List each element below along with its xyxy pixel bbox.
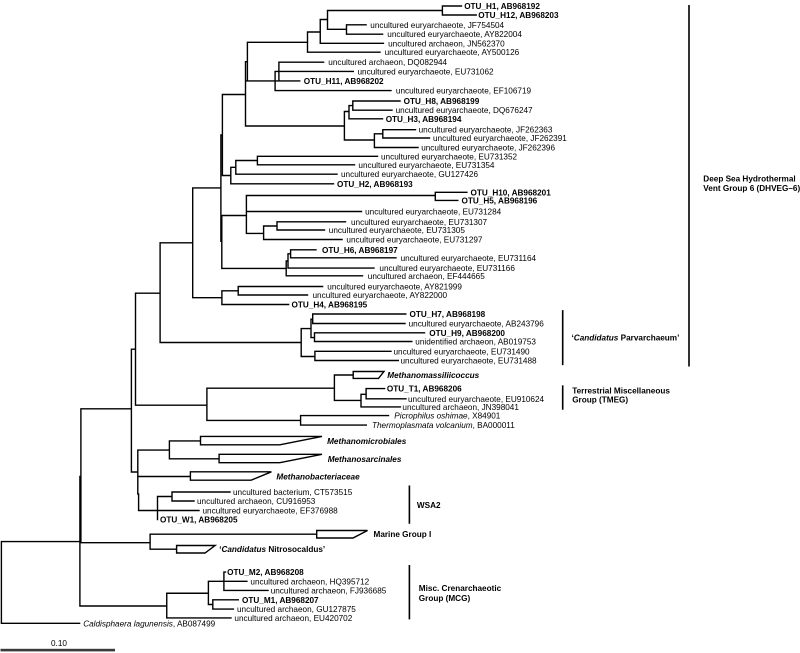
svg-text:uncultured euryarchaeote, AY82: uncultured euryarchaeote, AY822004 [387, 30, 522, 39]
svg-text:Methanosarcinales: Methanosarcinales [328, 455, 402, 464]
svg-text:uncultured euryarchaeote, EU73: uncultured euryarchaeote, EU731307 [351, 218, 488, 227]
svg-text:uncultured archaeon, HQ395712: uncultured archaeon, HQ395712 [250, 577, 369, 586]
svg-text:uncultured archaeon, JN562370: uncultured archaeon, JN562370 [388, 39, 505, 48]
svg-text:uncultured euryarchaeote, EU73: uncultured euryarchaeote, EU731305 [329, 226, 466, 235]
svg-text:Methanobacteriaceae: Methanobacteriaceae [276, 473, 360, 482]
svg-text:OTU_T1, AB968206: OTU_T1, AB968206 [387, 385, 462, 394]
svg-text:Deep Sea Hydrothermal: Deep Sea Hydrothermal [703, 174, 795, 183]
svg-text:uncultured archaeon, FJ936685: uncultured archaeon, FJ936685 [271, 586, 387, 595]
svg-text:OTU_H3, AB968194: OTU_H3, AB968194 [386, 115, 462, 124]
svg-text:OTU_M2, AB968208: OTU_M2, AB968208 [227, 568, 304, 577]
svg-text:uncultured euryarchaeote, DQ67: uncultured euryarchaeote, DQ676247 [396, 106, 533, 115]
svg-text:OTU_H2, AB968193: OTU_H2, AB968193 [337, 180, 413, 189]
svg-text:‘Candidatus Nitrosocaldus’: ‘Candidatus Nitrosocaldus’ [219, 545, 325, 554]
svg-text:Methanomassiliicoccus: Methanomassiliicoccus [387, 371, 479, 380]
svg-text:OTU_M1, AB968207: OTU_M1, AB968207 [242, 596, 319, 605]
svg-text:OTU_H9, AB968200: OTU_H9, AB968200 [429, 329, 505, 338]
svg-text:uncultured bacterium, CT573515: uncultured bacterium, CT573515 [233, 488, 353, 497]
svg-text:uncultured euryarchaeote, EU91: uncultured euryarchaeote, EU910624 [408, 395, 545, 404]
svg-text:Methanomicrobiales: Methanomicrobiales [327, 437, 407, 446]
svg-text:uncultured euryarchaeote, EU73: uncultured euryarchaeote, EU731166 [379, 264, 515, 273]
svg-text:uncultured archaeon, JN398041: uncultured archaeon, JN398041 [402, 403, 519, 412]
svg-text:uncultured euryarchaeote, AB24: uncultured euryarchaeote, AB243796 [409, 320, 545, 329]
svg-text:OTU_H8, AB968199: OTU_H8, AB968199 [404, 97, 480, 106]
svg-text:uncultured archaeon, EF444665: uncultured archaeon, EF444665 [368, 272, 485, 281]
svg-text:uncultured euryarchaeote, EU73: uncultured euryarchaeote, EU731062 [358, 67, 495, 76]
svg-text:uncultured euryarchaeote, AY82: uncultured euryarchaeote, AY821999 [327, 283, 462, 292]
svg-text:uncultured euryarchaeote, EU73: uncultured euryarchaeote, EU731488 [401, 357, 538, 366]
svg-text:WSA2: WSA2 [417, 501, 441, 510]
svg-text:uncultured archaeon, CU916953: uncultured archaeon, CU916953 [197, 497, 316, 506]
svg-text:uncultured euryarchaeote, EU73: uncultured euryarchaeote, EU731297 [346, 236, 483, 245]
svg-text:uncultured archaeon, GU127875: uncultured archaeon, GU127875 [237, 605, 356, 614]
svg-text:OTU_H4, AB968195: OTU_H4, AB968195 [292, 301, 368, 310]
svg-text:uncultured archaeon, EU420702: uncultured archaeon, EU420702 [234, 614, 352, 623]
svg-text:Marine Group I: Marine Group I [374, 530, 432, 539]
svg-text:Thermoplasmata volcanium, BA00: Thermoplasmata volcanium, BA000011 [372, 421, 515, 430]
svg-text:‘Candidatus Parvarchaeum’: ‘Candidatus Parvarchaeum’ [572, 334, 680, 343]
svg-text:unidentified archaeon, AB01975: unidentified archaeon, AB019753 [415, 338, 536, 347]
svg-text:OTU_H12, AB968203: OTU_H12, AB968203 [478, 11, 559, 20]
svg-text:Misc. Crenarchaeotic: Misc. Crenarchaeotic [419, 584, 502, 593]
svg-text:uncultured euryarchaeote, EU73: uncultured euryarchaeote, EU731354 [358, 161, 495, 170]
svg-text:uncultured euryarchaeote, EU73: uncultured euryarchaeote, EU731490 [394, 347, 531, 356]
svg-text:uncultured euryarchaeote, EF10: uncultured euryarchaeote, EF106719 [396, 87, 532, 96]
svg-text:OTU_H11, AB968202: OTU_H11, AB968202 [304, 77, 384, 86]
svg-text:Vent Group 6 (DHVEG–6): Vent Group 6 (DHVEG–6) [703, 184, 800, 193]
svg-text:uncultured euryarchaeote, JF75: uncultured euryarchaeote, JF754504 [370, 21, 504, 30]
svg-text:OTU_H6, AB968197: OTU_H6, AB968197 [322, 246, 398, 255]
svg-text:OTU_H10, AB968201: OTU_H10, AB968201 [471, 188, 552, 197]
svg-text:OTU_H1, AB968192: OTU_H1, AB968192 [464, 2, 540, 11]
svg-text:uncultured archaeon, DQ082944: uncultured archaeon, DQ082944 [328, 58, 447, 67]
svg-text:Caldisphaera lagunensis, AB087: Caldisphaera lagunensis, AB087499 [83, 619, 215, 628]
svg-text:uncultured euryarchaeote, GU12: uncultured euryarchaeote, GU127426 [341, 170, 478, 179]
svg-text:OTU_H5, AB968196: OTU_H5, AB968196 [462, 196, 538, 205]
svg-text:uncultured euryarchaeote, AY82: uncultured euryarchaeote, AY822000 [313, 291, 448, 300]
svg-text:uncultured euryarchaeote, EF37: uncultured euryarchaeote, EF376988 [203, 507, 339, 516]
svg-text:OTU_W1, AB968205: OTU_W1, AB968205 [160, 516, 238, 525]
svg-text:uncultured euryarchaeote, AY50: uncultured euryarchaeote, AY500126 [385, 48, 520, 57]
svg-text:uncultured euryarchaeote, EU73: uncultured euryarchaeote, EU731352 [381, 152, 518, 161]
svg-text:Group (TMEG): Group (TMEG) [572, 396, 628, 405]
svg-text:uncultured euryarchaeote, JF26: uncultured euryarchaeote, JF262363 [419, 126, 553, 135]
svg-text:uncultured euryarchaeote, EU73: uncultured euryarchaeote, EU731164 [401, 254, 537, 263]
svg-text:Picrophilus oshimae, X84901: Picrophilus oshimae, X84901 [394, 412, 501, 421]
svg-text:0.10: 0.10 [51, 639, 67, 648]
svg-text:Terrestrial Miscellaneous: Terrestrial Miscellaneous [572, 386, 670, 395]
svg-text:OTU_H7, AB968198: OTU_H7, AB968198 [410, 310, 486, 319]
svg-text:uncultured euryarchaeote, JF26: uncultured euryarchaeote, JF262391 [433, 134, 567, 143]
svg-text:uncultured euryarchaeote, JF26: uncultured euryarchaeote, JF262396 [421, 144, 555, 153]
svg-text:uncultured euryarchaeote, EU73: uncultured euryarchaeote, EU731284 [365, 208, 502, 217]
svg-text:Group (MCG): Group (MCG) [419, 594, 471, 603]
